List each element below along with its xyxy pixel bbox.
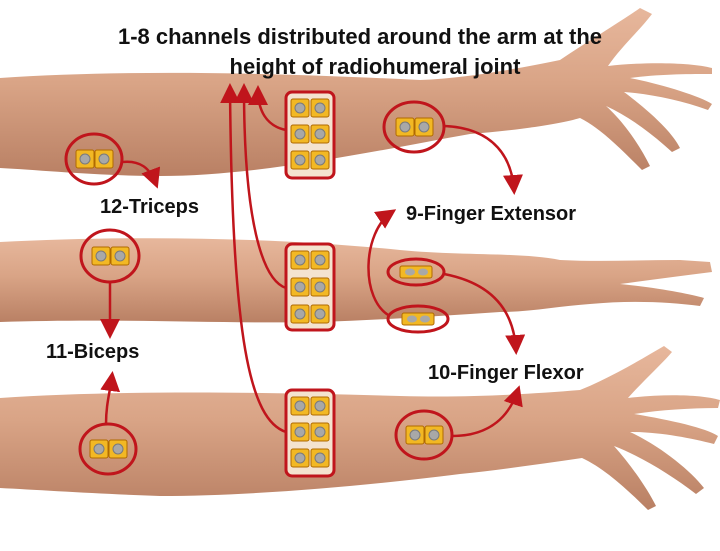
label-finger-extensor: 9-Finger Extensor — [406, 203, 576, 226]
channel-group-middle — [286, 244, 334, 330]
channel-group-top — [286, 92, 334, 178]
label-biceps: 11-Biceps — [46, 341, 139, 364]
label-finger-flexor: 10-Finger Flexor — [428, 362, 584, 385]
title-line-1: 1-8 channels distributed around the arm … — [0, 24, 720, 50]
arm-bottom — [0, 346, 720, 510]
label-triceps: 12-Triceps — [100, 196, 199, 219]
title-line-2: height of radiohumeral joint — [0, 54, 720, 80]
channel-group-bottom — [286, 390, 334, 476]
